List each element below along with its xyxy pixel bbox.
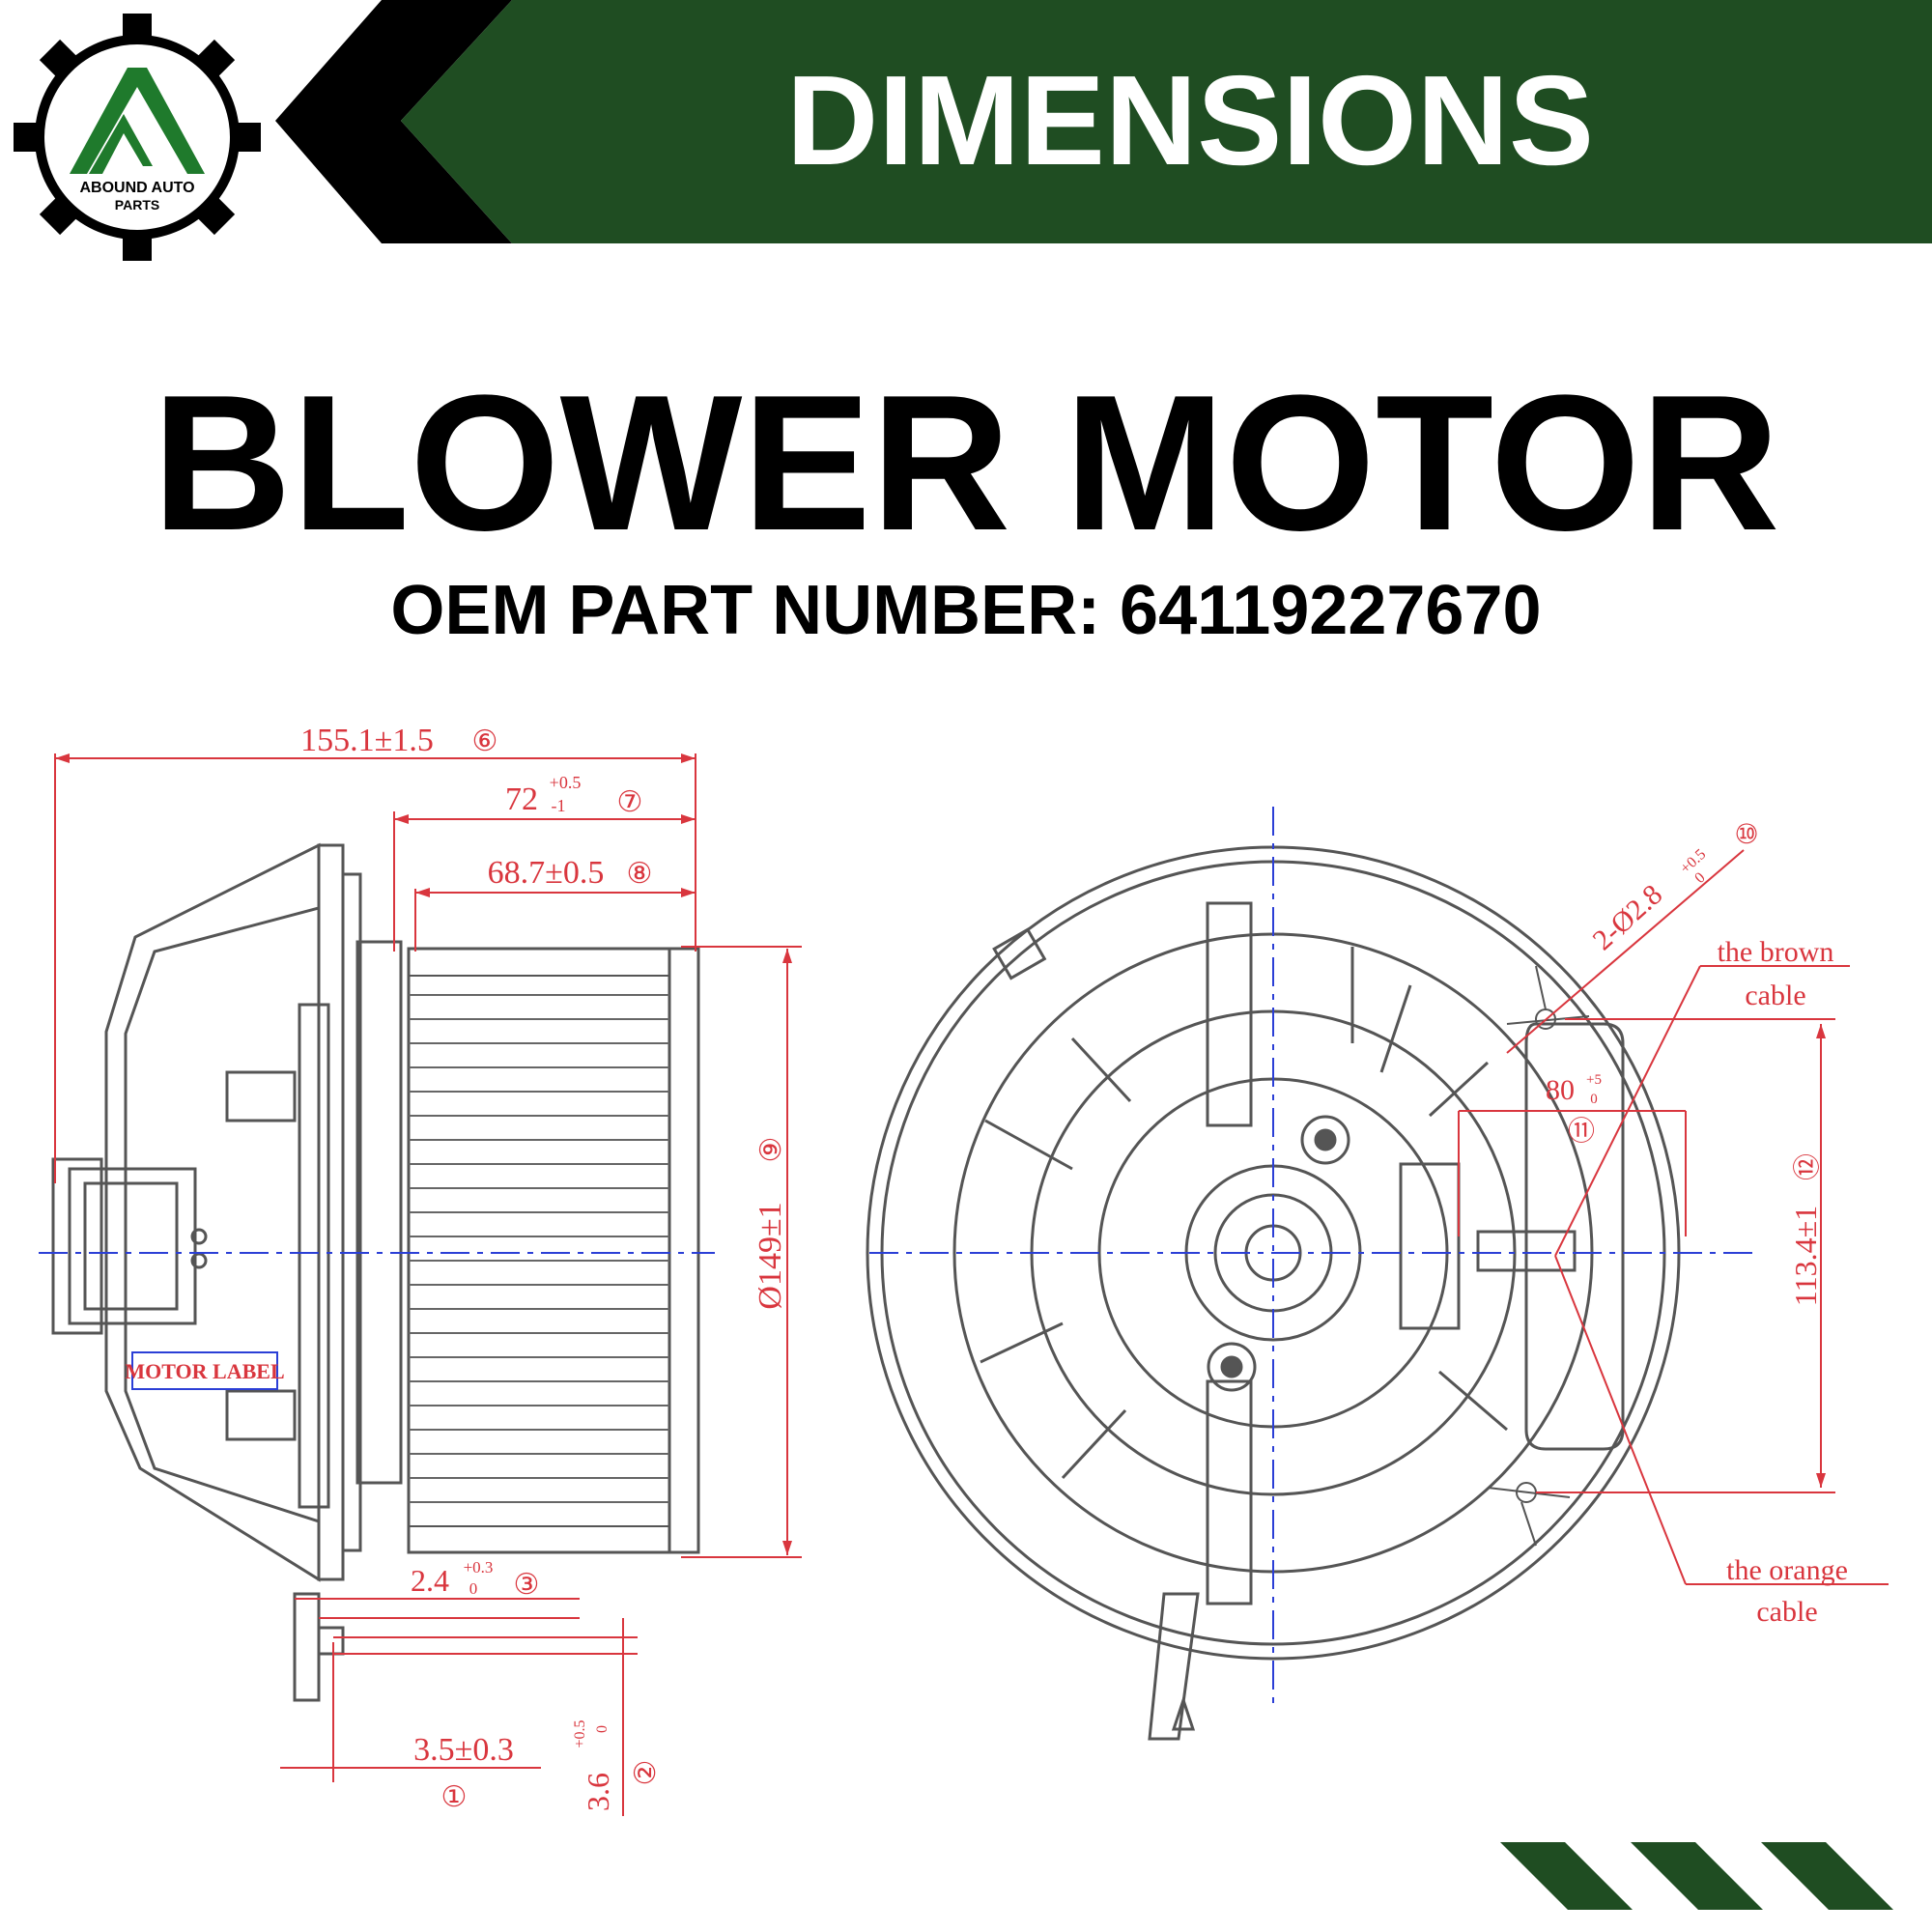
dim-3-5-ref: ① (441, 1781, 468, 1813)
brown-cable-line1: the brown (1718, 936, 1834, 968)
dim-diameter-ref: ⑨ (755, 1137, 787, 1163)
tab-lower (225, 1389, 297, 1441)
orange-cable-line2: cable (1756, 1596, 1817, 1628)
flange-inner (298, 1003, 330, 1509)
mount-foot (293, 1592, 321, 1702)
header-chevron-black (275, 0, 512, 243)
dim-diameter: Ø149±1 (753, 1202, 788, 1309)
dim-overall-ref: ⑥ (472, 725, 498, 757)
dim-holes: 2-Ø2.8 (1587, 878, 1669, 956)
connector-pin-1 (190, 1228, 208, 1245)
mount-clip (317, 1626, 345, 1656)
dim-3-6-ref: ② (630, 1760, 662, 1786)
hub-spacer (355, 940, 403, 1485)
dim-3-6-tol-upper: +0.5 (572, 1719, 588, 1747)
vane-lines (980, 947, 1508, 1480)
connector-slot (1399, 1162, 1461, 1330)
top-left-tab (992, 927, 1047, 980)
tab-upper (225, 1070, 297, 1122)
motor-label-box (131, 1351, 278, 1390)
dim-2-4-tol-upper: +0.3 (464, 1558, 494, 1577)
dim-72-tol-upper: +0.5 (550, 773, 582, 792)
dim-72-tol-lower: -1 (552, 796, 566, 815)
logo-text-line2: PARTS (115, 197, 159, 213)
dim-3-6-tol-lower: 0 (594, 1725, 611, 1733)
side-dimension-arrows (55, 753, 792, 1555)
decor-stripes (1500, 1842, 1893, 1910)
front-dimension-lines (1458, 849, 1889, 1585)
connector-body (51, 1157, 103, 1335)
header-green-bar (401, 0, 1932, 243)
brand-logo: ABOUND AUTO PARTS (14, 14, 261, 261)
connector-housing (68, 1167, 197, 1325)
dim-72: 72 (505, 781, 538, 817)
part-number: OEM PART NUMBER: 64119227670 (390, 572, 1541, 649)
dim-angle-tol-lower: 0 (1590, 1092, 1598, 1107)
dim-113-4: 113.4±1 (1788, 1206, 1823, 1306)
fan-wheel (407, 947, 671, 1554)
bottom-handle (1148, 1592, 1200, 1741)
header-banner: DIMENSIONS (275, 0, 1932, 243)
dim-angle: 80 (1546, 1074, 1575, 1106)
side-view-drawing (51, 842, 700, 1702)
dim-angle-tol-upper: +5 (1586, 1072, 1602, 1088)
brown-cable-line2: cable (1745, 980, 1805, 1011)
dim-holes-tol-lower: 0 (1691, 869, 1708, 887)
gear-icon (14, 14, 261, 261)
dim-2-4-ref: ③ (514, 1569, 540, 1601)
screw-upper (1300, 1115, 1350, 1165)
connector-inner (83, 1181, 179, 1311)
dim-2-4: 2.4 (411, 1563, 449, 1598)
screw-lower (1207, 1342, 1257, 1392)
dim-angle-ref: ⑪ (1568, 1116, 1595, 1147)
motor-label-text: MOTOR LABEL (125, 1359, 284, 1383)
mountain-mark-icon (70, 68, 205, 174)
motor-housing-outline (104, 842, 321, 1582)
dim-holes-ref: ⑩ (1734, 820, 1758, 850)
header-title: DIMENSIONS (786, 49, 1594, 191)
bottom-arrow (1171, 1695, 1196, 1731)
product-title: BLOWER MOTOR (152, 355, 1779, 571)
lug-upper (1506, 965, 1590, 1030)
bracket-upper (1206, 901, 1253, 1127)
dim-overall-length: 155.1±1.5 (300, 723, 434, 758)
dim-3-5: 3.5±0.3 (413, 1732, 514, 1768)
dim-68-7: 68.7±0.5 (488, 855, 605, 891)
orange-cable-line1: the orange (1726, 1554, 1848, 1586)
fan-rim (668, 947, 700, 1554)
front-dimension-arrows (1816, 1024, 1826, 1488)
bracket-lower (1206, 1379, 1253, 1605)
flange-rib (341, 872, 362, 1552)
dim-3-6: 3.6 (581, 1773, 615, 1811)
fan-blades (409, 994, 669, 1503)
dim-113-4-ref: ⑫ (1792, 1153, 1823, 1180)
dim-68-7-ref: ⑧ (627, 858, 653, 890)
side-dimension-lines (54, 753, 802, 1816)
flange-plate (317, 843, 345, 1581)
dim-72-ref: ⑦ (617, 786, 643, 818)
logo-text-line1: ABOUND AUTO (79, 180, 194, 196)
dim-2-4-tol-lower: 0 (469, 1579, 478, 1598)
